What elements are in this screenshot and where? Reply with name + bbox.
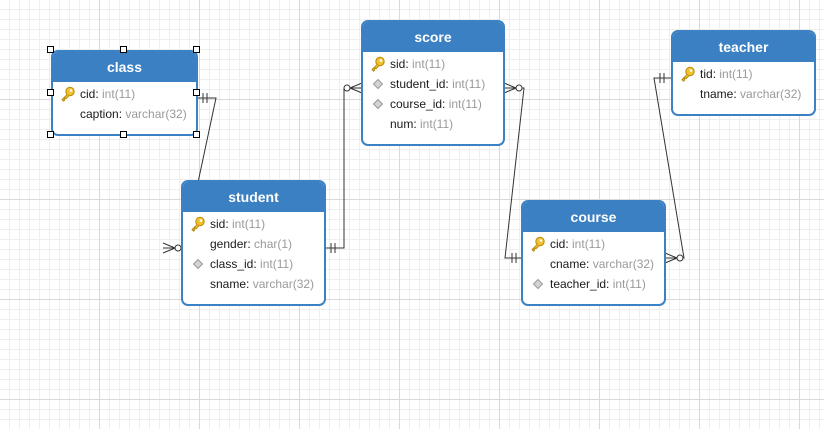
field-name: class_id — [210, 257, 254, 271]
field-type: int(11) — [420, 117, 454, 131]
field-type: int(11) — [260, 257, 294, 271]
field-type: int(11) — [719, 67, 753, 81]
field-name: caption — [80, 107, 119, 121]
primary-key-icon — [60, 86, 76, 102]
resize-handle-w[interactable] — [47, 89, 54, 96]
field-row[interactable]: course_id: int(11) — [363, 94, 503, 114]
field-row[interactable]: num: int(11) — [363, 114, 503, 134]
field-name: gender — [210, 237, 248, 251]
field-name: teacher_id — [550, 277, 607, 291]
field-type: int(11) — [412, 57, 446, 71]
field-row[interactable]: student_id: int(11) — [363, 74, 503, 94]
table-course[interactable]: course cid: int(11)cname: varchar(32)tea… — [521, 200, 666, 306]
field-separator: : — [413, 117, 421, 131]
field-row[interactable]: sname: varchar(32) — [183, 274, 324, 294]
relationship-student-score — [325, 87, 362, 249]
field-type: int(11) — [232, 217, 266, 231]
resize-handle-nw[interactable] — [47, 46, 54, 53]
table-title: course — [523, 202, 664, 232]
resize-handle-e[interactable] — [193, 89, 200, 96]
resize-handle-n[interactable] — [120, 46, 127, 53]
field-row[interactable]: tname: varchar(32) — [673, 84, 814, 104]
field-separator: : — [247, 237, 255, 251]
field-row[interactable]: teacher_id: int(11) — [523, 274, 664, 294]
field-name: course_id — [390, 97, 443, 111]
field-separator: : — [712, 67, 720, 81]
field-row[interactable]: tid: int(11) — [673, 64, 814, 84]
field-type: varchar(32) — [125, 107, 187, 121]
foreign-key-icon — [370, 76, 386, 92]
field-separator: : — [253, 257, 261, 271]
field-name: sid — [210, 217, 226, 231]
one-marker-class — [202, 93, 208, 103]
field-type: int(11) — [612, 277, 646, 291]
many-marker-score-course — [503, 82, 523, 94]
field-name: tid — [700, 67, 713, 81]
many-marker-score-student — [343, 82, 363, 94]
primary-key-icon — [680, 66, 696, 82]
field-row[interactable]: cid: int(11) — [523, 234, 664, 254]
field-row[interactable]: class_id: int(11) — [183, 254, 324, 274]
many-marker-student — [162, 242, 182, 254]
field-type: int(11) — [452, 77, 486, 91]
field-separator: : — [95, 87, 103, 101]
field-separator: : — [405, 57, 413, 71]
one-marker-course — [511, 253, 517, 263]
table-title: score — [363, 22, 503, 52]
field-row[interactable]: cid: int(11) — [53, 84, 196, 104]
field-type: int(11) — [448, 97, 482, 111]
field-row[interactable]: sid: int(11) — [363, 54, 503, 74]
field-type: varchar(32) — [592, 257, 655, 271]
field-row[interactable]: cname: varchar(32) — [523, 254, 664, 274]
primary-key-icon — [370, 56, 386, 72]
one-marker-student — [330, 243, 336, 253]
field-name: cid — [80, 87, 96, 101]
field-separator: : — [118, 107, 126, 121]
table-title: class — [53, 52, 196, 82]
field-type: int(11) — [572, 237, 606, 251]
field-name: cname — [550, 257, 587, 271]
field-type: char(1) — [254, 237, 293, 251]
table-title: student — [183, 182, 324, 212]
field-name: sid — [390, 57, 406, 71]
table-title: teacher — [673, 32, 814, 62]
field-name: cid — [550, 237, 566, 251]
resize-handle-ne[interactable] — [193, 46, 200, 53]
field-name: sname — [210, 277, 247, 291]
field-separator: : — [442, 97, 449, 111]
field-separator: : — [246, 277, 253, 291]
resize-handle-se[interactable] — [193, 131, 200, 138]
field-separator: : — [606, 277, 613, 291]
field-separator: : — [733, 87, 741, 101]
one-marker-teacher — [659, 73, 665, 83]
primary-key-icon — [530, 236, 546, 252]
field-name: tname — [700, 87, 734, 101]
field-row[interactable]: gender: char(1) — [183, 234, 324, 254]
primary-key-icon — [190, 216, 206, 232]
field-row[interactable]: caption: varchar(32) — [53, 104, 196, 124]
table-class[interactable]: class cid: int(11)caption: varchar(32) — [51, 50, 198, 136]
field-separator: : — [586, 257, 593, 271]
foreign-key-icon — [370, 96, 386, 112]
field-name: student_id — [390, 77, 446, 91]
field-separator: : — [445, 77, 453, 91]
field-separator: : — [565, 237, 573, 251]
many-marker-course — [664, 252, 684, 264]
table-score[interactable]: score sid: int(11)student_id: int(11)cou… — [361, 20, 505, 146]
field-name: num — [390, 117, 414, 131]
field-type: varchar(32) — [740, 87, 802, 101]
table-student[interactable]: student sid: int(11)gender: char(1)class… — [181, 180, 326, 306]
table-teacher[interactable]: teacher tid: int(11)tname: varchar(32) — [671, 30, 816, 116]
field-type: varchar(32) — [252, 277, 315, 291]
foreign-key-icon — [190, 256, 206, 272]
field-type: int(11) — [102, 87, 136, 101]
resize-handle-sw[interactable] — [47, 131, 54, 138]
field-row[interactable]: sid: int(11) — [183, 214, 324, 234]
foreign-key-icon — [530, 276, 546, 292]
field-separator: : — [225, 217, 233, 231]
resize-handle-s[interactable] — [120, 131, 127, 138]
